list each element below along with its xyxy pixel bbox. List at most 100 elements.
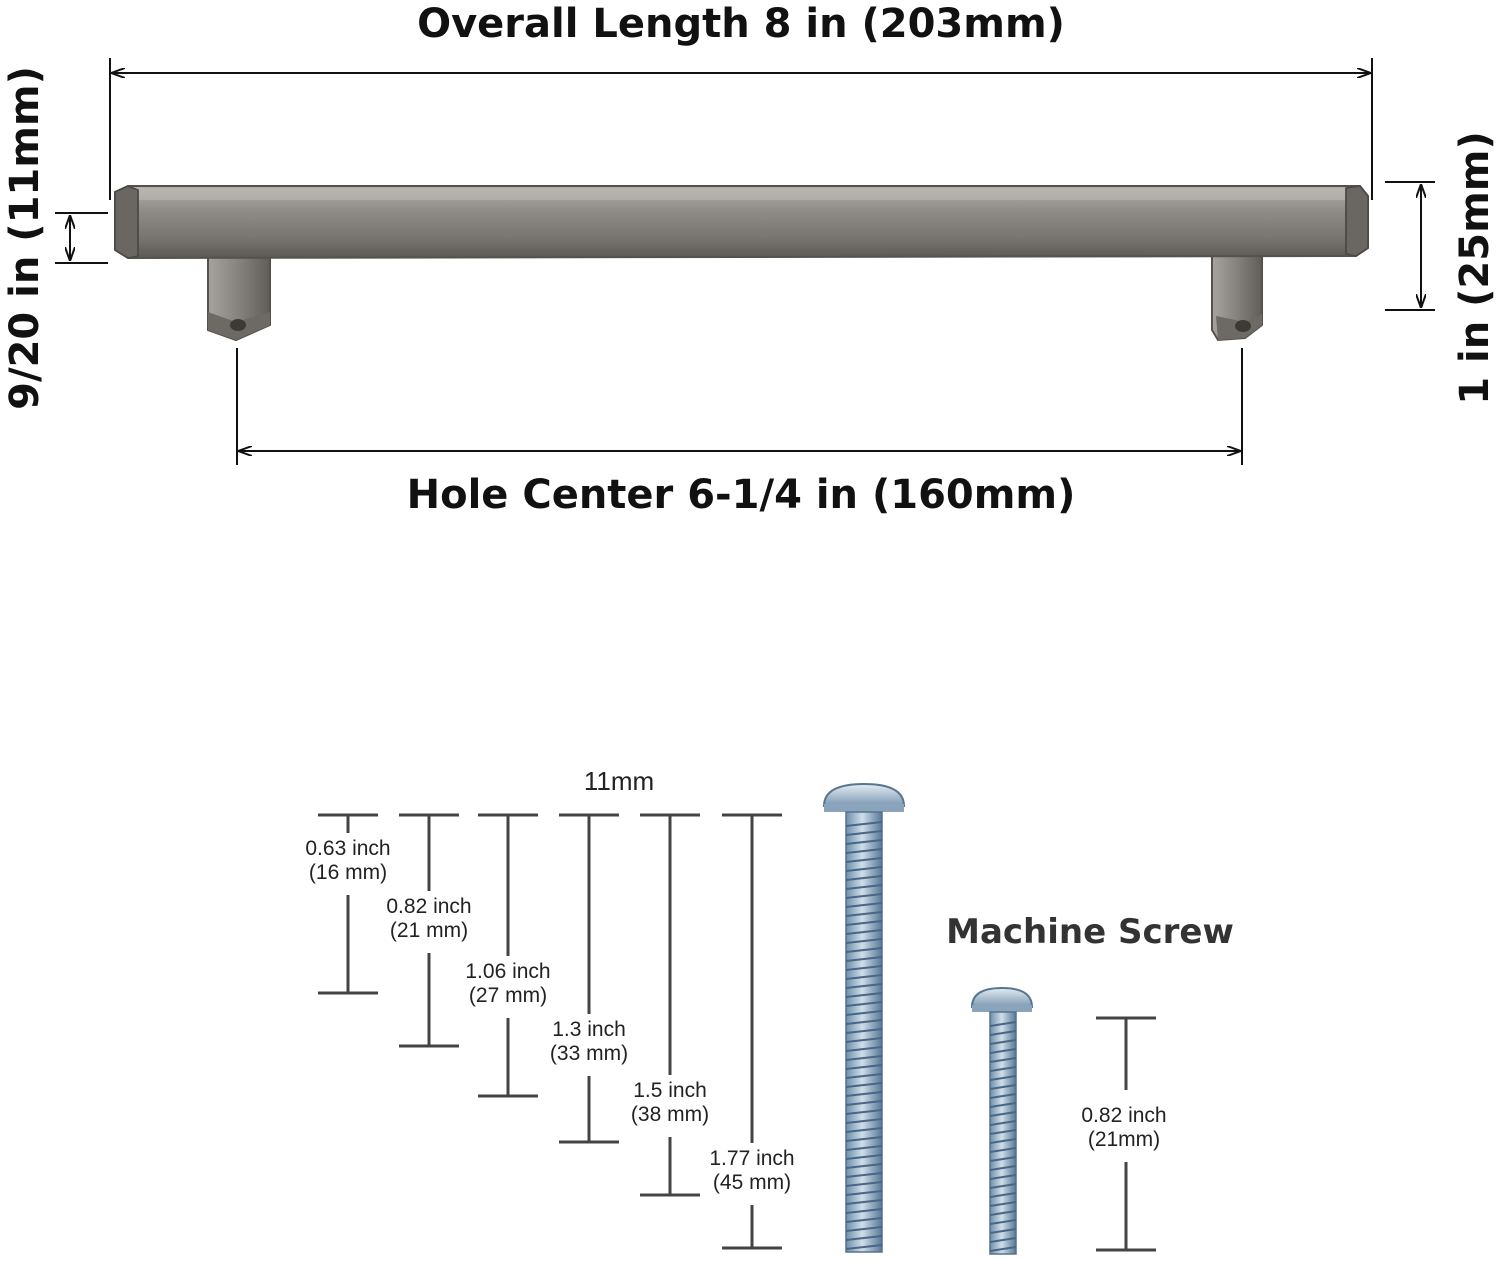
screw-thread — [845, 866, 883, 872]
screw-length-inch: 0.63 inch — [305, 837, 390, 860]
cabinet-handle — [114, 185, 1369, 342]
screw-thread — [845, 956, 883, 962]
screw-length-inch: 0.82 inch — [386, 895, 471, 918]
screw-thread — [845, 1019, 883, 1025]
screw-thread — [845, 1100, 883, 1106]
screw-length-gauges: 0.63 inch(16 mm) 0.82 inch(21 mm) 1.06 inc… — [305, 813, 795, 1250]
screw-thread — [845, 1118, 883, 1124]
screw-thread — [845, 1055, 883, 1061]
screw-thread — [845, 938, 883, 944]
screw-thread — [845, 848, 883, 854]
screw-thread — [989, 1138, 1017, 1144]
screw-thread — [989, 1129, 1017, 1135]
screw-thread — [845, 911, 883, 917]
screw-thread — [845, 875, 883, 881]
hole-center-label: Hole Center 6-1/4 in (160mm) — [407, 472, 1076, 518]
screw-thread — [845, 1163, 883, 1169]
screw-length-mm: (21 mm) — [390, 919, 468, 942]
screw-thread — [989, 1192, 1017, 1198]
screw-thread — [989, 1156, 1017, 1162]
screw-thread — [845, 974, 883, 980]
screw-thread — [845, 1001, 883, 1007]
screw-thread — [845, 893, 883, 899]
screw-thread — [845, 1145, 883, 1151]
screw-length-mm: (33 mm) — [550, 1042, 628, 1065]
screw-thread — [989, 1057, 1017, 1063]
screw-thread — [989, 1120, 1017, 1126]
long-screw — [822, 782, 906, 1253]
screw-thread — [989, 1102, 1017, 1108]
screw-thread — [845, 992, 883, 998]
projection-dimension: 1 in (25mm) — [1385, 131, 1498, 405]
screw-thread — [845, 920, 883, 926]
screw-thread — [845, 1064, 883, 1070]
screw-thread — [845, 1037, 883, 1043]
screw-thread — [845, 1010, 883, 1016]
screw-length-mm: (27 mm) — [469, 984, 547, 1007]
machine-screw-title: Machine Screw — [946, 912, 1234, 952]
screw-thread — [845, 839, 883, 845]
screw-thread — [989, 1039, 1017, 1045]
screw-thread — [989, 1237, 1017, 1243]
screw-thread — [845, 1028, 883, 1034]
screw-thread — [989, 1183, 1017, 1189]
screw-thread — [845, 1190, 883, 1196]
screw-thread — [845, 1199, 883, 1205]
screw-thread — [845, 821, 883, 827]
screw-length-inch: 1.77 inch — [709, 1147, 794, 1170]
screw-thread — [845, 1172, 883, 1178]
screw-thread — [989, 1030, 1017, 1036]
screw-length-inch: 1.06 inch — [465, 960, 550, 983]
screw-thread — [845, 1217, 883, 1223]
screw-thread — [989, 1093, 1017, 1099]
machine-screw — [970, 986, 1034, 1255]
machine-screw-length-gauge: 0.82 inch (21mm) — [1081, 1016, 1167, 1252]
screw-thread — [989, 1228, 1017, 1234]
screw-thread — [845, 1109, 883, 1115]
screw-thread — [845, 1136, 883, 1142]
screw-length-mm: (38 mm) — [631, 1103, 709, 1126]
overall-length-label: Overall Length 8 in (203mm) — [417, 1, 1065, 47]
screw-thread — [845, 884, 883, 890]
screw-diameter-label: 11mm — [584, 766, 654, 796]
screw-thread — [989, 1048, 1017, 1054]
screw-length-mm: (45 mm) — [713, 1171, 791, 1194]
screw-thread — [989, 1201, 1017, 1207]
screw-thread — [845, 830, 883, 836]
screw-thread — [989, 1246, 1017, 1252]
screw-thread — [989, 1219, 1017, 1225]
screw-thread — [989, 1210, 1017, 1216]
screw-thread — [845, 983, 883, 989]
bar-width-dimension: 9/20 in (11mm) — [2, 66, 108, 410]
screw-length-inch: 1.3 inch — [552, 1018, 626, 1041]
screw-thread — [989, 1066, 1017, 1072]
machine-screw-length-inch: 0.82 inch — [1081, 1104, 1166, 1127]
screw-thread — [845, 1244, 883, 1250]
screw-thread — [845, 929, 883, 935]
screw-thread — [989, 1075, 1017, 1081]
projection-label: 1 in (25mm) — [1452, 131, 1498, 404]
screw-length-mm: (16 mm) — [309, 861, 387, 884]
screw-thread — [845, 1046, 883, 1052]
screw-thread — [845, 947, 883, 953]
screw-thread — [845, 965, 883, 971]
overall-length-dimension: Overall Length 8 in (203mm) — [109, 1, 1373, 200]
screw-thread — [845, 1127, 883, 1133]
screw-thread — [845, 1181, 883, 1187]
screw-thread — [845, 857, 883, 863]
screw-thread — [989, 1174, 1017, 1180]
screw-thread — [989, 1084, 1017, 1090]
screw-thread — [845, 902, 883, 908]
screw-thread — [845, 1226, 883, 1232]
screw-thread — [845, 1082, 883, 1088]
screw-thread — [845, 1073, 883, 1079]
machine-screw-length-mm: (21mm) — [1088, 1128, 1160, 1151]
hole-center-dimension: Hole Center 6-1/4 in (160mm) — [236, 348, 1243, 518]
handle-bar — [114, 185, 1369, 260]
bar-width-label: 9/20 in (11mm) — [2, 66, 48, 410]
screw-thread — [989, 1111, 1017, 1117]
screw-thread — [989, 1021, 1017, 1027]
screw-thread — [845, 1154, 883, 1160]
screw-thread — [845, 1235, 883, 1241]
